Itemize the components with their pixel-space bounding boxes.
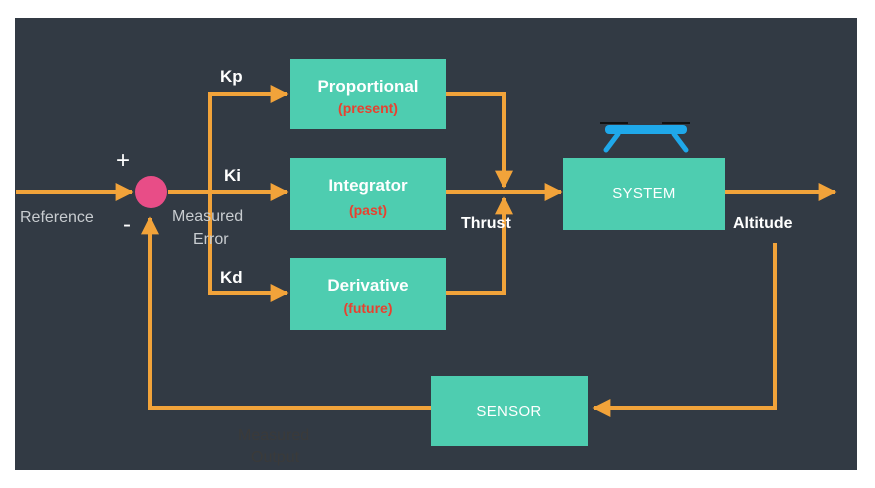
measured-error-label-line1: Measured — [172, 208, 243, 225]
feedback-line-to-sensor — [592, 243, 777, 417]
sensor-block: SENSOR — [431, 376, 588, 446]
derivative-block: Derivative (future) — [290, 258, 446, 330]
kp-label: Kp — [220, 67, 243, 86]
ki-label: Ki — [224, 166, 241, 185]
quadcopter-icon — [600, 122, 690, 153]
reference-label: Reference — [20, 209, 94, 226]
thrust-label: Thrust — [461, 215, 511, 232]
integrator-block: Integrator (past) — [290, 158, 446, 230]
integrator-title: Integrator — [328, 176, 408, 195]
kd-label: Kd — [220, 268, 243, 287]
measured-error-label-line2: Error — [193, 231, 229, 248]
integrator-subtitle: (past) — [349, 202, 387, 218]
system-title: SYSTEM — [612, 185, 675, 202]
signal-lines — [16, 85, 837, 417]
measured-output-label-line1: Measured — [238, 427, 309, 444]
measured-output-label-line2: Output — [251, 449, 300, 466]
derivative-subtitle: (future) — [344, 300, 393, 316]
proportional-block: Proportional (present) — [290, 59, 446, 129]
feedback-line-to-junction — [141, 216, 433, 410]
minus-sign: - — [123, 211, 131, 238]
plus-sign: + — [116, 147, 130, 174]
summing-junction — [135, 176, 167, 208]
system-block: SYSTEM — [563, 158, 725, 230]
proportional-title: Proportional — [317, 77, 418, 96]
proportional-subtitle: (present) — [338, 100, 398, 116]
altitude-label: Altitude — [733, 215, 793, 232]
sensor-title: SENSOR — [476, 403, 541, 420]
derivative-title: Derivative — [327, 276, 408, 295]
